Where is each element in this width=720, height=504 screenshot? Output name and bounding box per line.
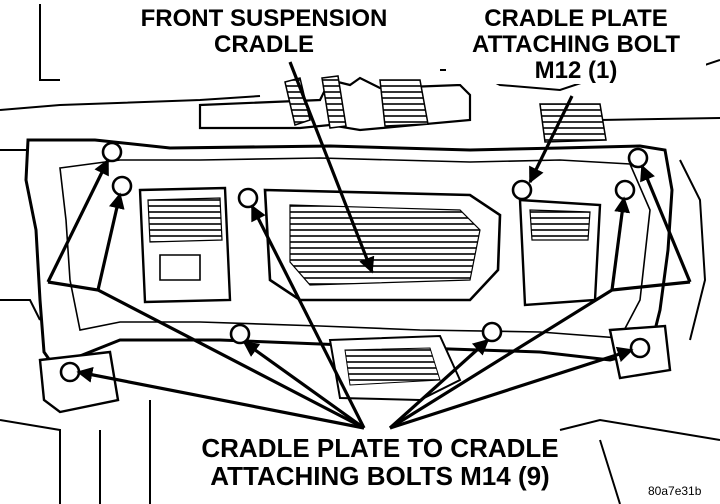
bolt-m12 — [511, 179, 533, 201]
drive-shaft — [198, 75, 607, 143]
bolt-m14-8 — [59, 361, 81, 383]
m12-bolt-line-1: CRADLE PLATE — [484, 5, 668, 32]
front-suspension-cradle-label: FRONT SUSPENSION CRADLE — [118, 6, 410, 58]
cradle-plate — [24, 138, 674, 414]
callout-arrows — [46, 61, 692, 430]
bolt-m14-6 — [229, 323, 251, 345]
m14-bolts-label: CRADLE PLATE TO CRADLE ATTACHING BOLTS M… — [190, 434, 570, 490]
callout-brackets — [47, 280, 691, 430]
m12-bolt-line-3: M12 (1) — [534, 56, 618, 84]
bolt-m14-4 — [627, 147, 649, 169]
m12-bolt-line-2: ATTACHING BOLT — [472, 30, 680, 58]
bolt-m14-7 — [481, 321, 503, 343]
bolt-m14-5 — [614, 179, 636, 201]
front-suspension-cradle-line-2: CRADLE — [214, 30, 314, 58]
bolt-m14-3 — [237, 187, 259, 209]
m14-bolts-line-2: ATTACHING BOLTS M14 (9) — [210, 461, 550, 492]
bolt-m14-1 — [101, 141, 123, 163]
bolt-m14-9 — [629, 337, 651, 359]
m12-bolt-label: CRADLE PLATE ATTACHING BOLT M12 (1) — [446, 6, 706, 84]
figure-code: 80a7e31b — [646, 484, 704, 498]
m14-bolts-line-1: CRADLE PLATE TO CRADLE — [201, 433, 559, 463]
front-suspension-cradle-line-1: FRONT SUSPENSION — [140, 5, 388, 32]
bolt-m14-2 — [111, 175, 133, 197]
